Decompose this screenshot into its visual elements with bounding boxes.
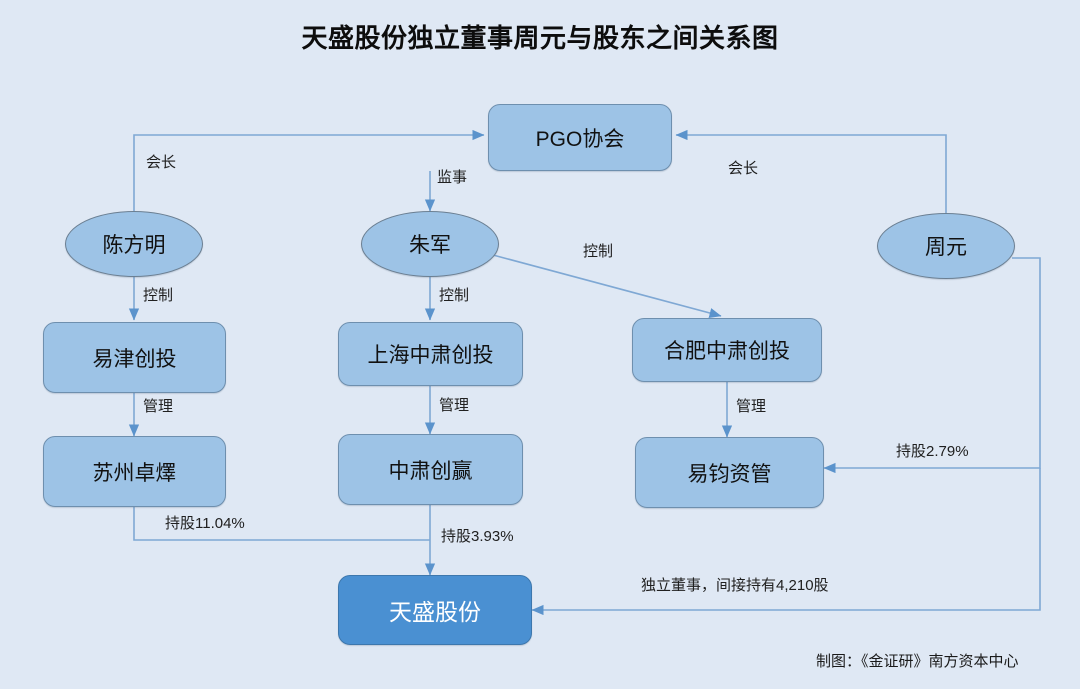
edge-label-zhou-to-pgo: 会长 [728, 160, 759, 177]
credit-text: 制图：《金证研》南方资本中心 [816, 653, 1019, 670]
edge-label-zhu-to-shanghai: 控制 [439, 287, 470, 304]
node-zhongsu-chuangying[interactable]: 中肃创赢 [338, 434, 523, 505]
edge-label-chen-to-yijin: 控制 [143, 287, 174, 304]
node-zhou-yuan-label: 周元 [925, 236, 967, 259]
node-zhou-yuan[interactable]: 周元 [877, 213, 1015, 279]
edge-zhu-to-hefei [492, 254, 722, 318]
node-zhongsu-chuangying-label: 中肃创赢 [388, 459, 473, 483]
edge-label-suzhou-to-tiansheng: 持股11.04% [165, 515, 245, 532]
edge-zhou-to-pgo [675, 129, 947, 213]
node-shanghai-zhongsu[interactable]: 上海中肃创投 [338, 322, 523, 386]
node-zhu-jun[interactable]: 朱军 [361, 211, 499, 277]
node-pgo[interactable]: PGO协会 [488, 104, 672, 171]
edge-label-zhu-to-pgo: 监事 [437, 169, 468, 186]
node-shanghai-zhongsu-label: 上海中肃创投 [367, 344, 494, 367]
node-yijun-zuguan[interactable]: 易钧资管 [635, 437, 824, 508]
node-chen-fangming[interactable]: 陈方明 [65, 211, 203, 277]
edge-label-yijin-to-suzhou: 管理 [143, 398, 174, 415]
node-yijin-chuangtou[interactable]: 易津创投 [43, 322, 226, 393]
edge-label-zhou-to-tiansheng: 独立董事，间接持有4,210股 [641, 577, 829, 594]
node-hefei-zhongsu[interactable]: 合肥中肃创投 [632, 318, 822, 382]
node-zhu-jun-label: 朱军 [409, 234, 451, 257]
edge-zhou-to-yijun [823, 257, 1041, 474]
node-suzhou-zhuobao-label: 苏州卓燡 [92, 461, 177, 485]
node-yijin-chuangtou-label: 易津创投 [92, 347, 177, 371]
node-pgo-label: PGO协会 [535, 127, 625, 151]
node-tiansheng[interactable]: 天盛股份 [338, 575, 532, 645]
node-suzhou-zhuobao[interactable]: 苏州卓燡 [43, 436, 226, 507]
edge-label-shanghai-to-chuangying: 管理 [439, 397, 470, 414]
node-hefei-zhongsu-label: 合肥中肃创投 [664, 340, 790, 363]
edge-label-hefei-to-yijun: 管理 [736, 398, 767, 415]
node-chen-fangming-label: 陈方明 [102, 234, 166, 257]
edge-label-chen-to-pgo: 会长 [146, 154, 177, 171]
edge-label-zhou-to-yijun: 持股2.79% [896, 443, 969, 460]
edge-chen-to-pgo [133, 129, 485, 211]
node-yijun-zuguan-label: 易钧资管 [687, 462, 772, 486]
node-tiansheng-label: 天盛股份 [389, 599, 481, 625]
edge-label-chuangying-to-tiansheng: 持股3.93% [441, 528, 514, 545]
edge-label-zhu-to-hefei: 控制 [583, 243, 614, 260]
page-title: 天盛股份独立董事周元与股东之间关系图 [301, 23, 779, 53]
